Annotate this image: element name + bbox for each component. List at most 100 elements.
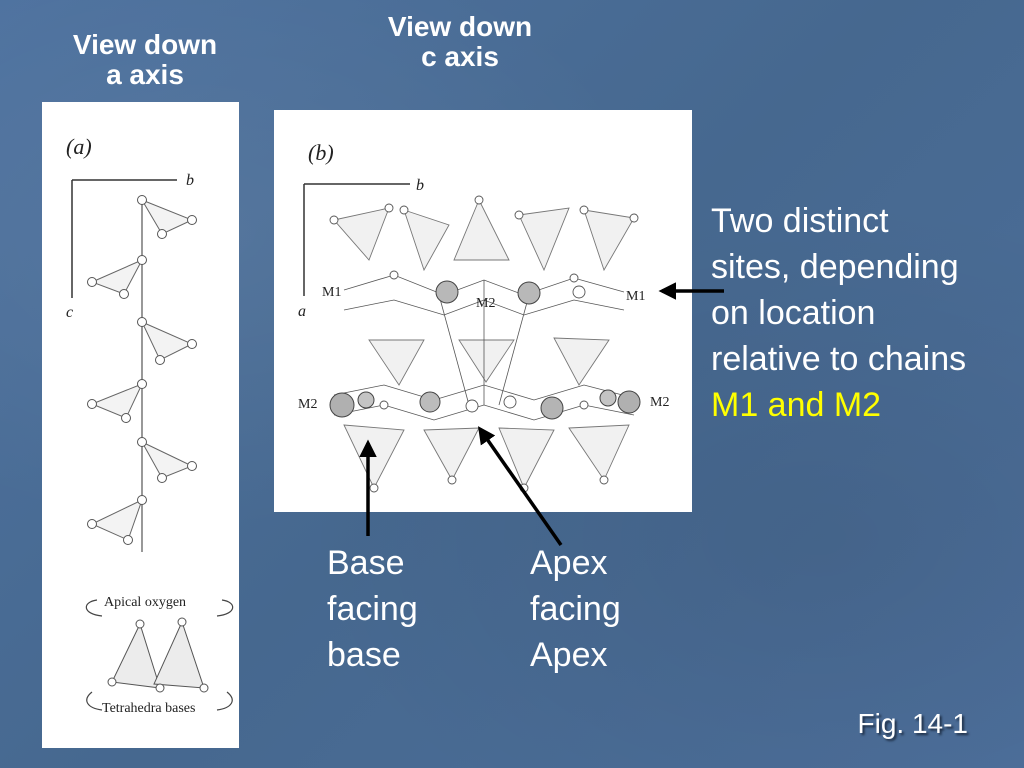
axis-c-label: c <box>66 304 73 321</box>
upper-tetrahedra <box>333 198 635 386</box>
atom <box>137 317 147 327</box>
inset-tetrahedra <box>111 620 205 689</box>
atom <box>137 195 147 205</box>
m2-site-sphere <box>540 396 564 420</box>
tetrahedron <box>423 427 480 481</box>
atom <box>187 461 197 471</box>
axis-b-label: b <box>186 172 194 189</box>
tetrahedron <box>140 321 194 361</box>
callout-line: base <box>327 636 401 674</box>
bond <box>438 294 470 406</box>
tetrahedron <box>333 207 390 261</box>
title-line: View down <box>387 11 533 42</box>
atom <box>157 229 167 239</box>
callout-line: Apex <box>530 636 608 674</box>
atom <box>569 273 579 283</box>
axis-b-label: b <box>416 177 424 194</box>
tetrahedron <box>498 427 555 490</box>
tetrahedron <box>553 337 610 386</box>
atom <box>447 475 457 485</box>
atom <box>579 400 589 410</box>
atom <box>599 475 609 485</box>
axis-a-label: a <box>298 303 306 320</box>
atom <box>87 277 97 287</box>
figure-b-label: (b) <box>308 140 334 165</box>
atom <box>514 210 524 220</box>
tetrahedron <box>111 622 161 689</box>
callout-line: Apex <box>530 544 608 582</box>
atom <box>137 255 147 265</box>
figure-number-label: Fig. 14-1 <box>857 708 969 739</box>
atom <box>187 215 197 225</box>
m2-site-sphere <box>329 392 355 418</box>
atom <box>329 215 339 225</box>
atom <box>137 495 147 505</box>
atom <box>629 213 639 223</box>
callout-line: relative to chains <box>711 340 967 378</box>
m2-center-label: M2 <box>476 296 495 311</box>
two-distinct-sites-callout: Two distinct sites, depending on locatio… <box>711 198 1011 428</box>
chain-diagram: (a) b c <box>66 134 234 716</box>
m2-site-sphere <box>617 390 641 414</box>
m2-right-label: M2 <box>650 395 669 410</box>
tetrahedron <box>153 620 205 689</box>
atom <box>187 339 197 349</box>
inset-atoms <box>107 617 209 693</box>
m1-left-label: M1 <box>322 285 341 300</box>
m2-site-sphere <box>357 391 375 409</box>
atom <box>503 395 517 409</box>
atom <box>119 289 129 299</box>
tetrahedron <box>458 339 515 383</box>
figure-a-label: (a) <box>66 134 92 159</box>
view-down-c-axis-title: View down c axis <box>355 12 565 72</box>
atom <box>384 203 394 213</box>
figure-a-panel: (a) b c <box>42 102 239 748</box>
atom <box>379 400 389 410</box>
title-line: c axis <box>421 41 499 72</box>
tetrahedron <box>368 339 425 386</box>
callout-line: facing <box>327 590 418 628</box>
m1-right-label: M1 <box>626 289 645 304</box>
atom <box>389 270 399 280</box>
m2-site-sphere <box>419 391 441 413</box>
callout-line: Base <box>327 544 405 582</box>
bracket <box>85 599 103 617</box>
apex-arrow <box>477 426 563 547</box>
m1-site-sphere <box>435 280 459 304</box>
tetrahedron <box>90 383 143 419</box>
atom <box>155 683 165 693</box>
bond <box>498 294 530 406</box>
callout-line: Two distinct <box>711 202 889 240</box>
tetrahedron <box>583 209 635 272</box>
atom <box>107 677 117 687</box>
callout-line: on location <box>711 294 876 332</box>
view-down-a-axis-title: View down a axis <box>40 30 250 90</box>
atom <box>137 437 147 447</box>
apex-facing-apex-callout: Apex facing Apex <box>530 540 680 678</box>
m1-m2-highlight: M1 and M2 <box>711 386 882 424</box>
atom <box>369 483 379 493</box>
tetrahedron <box>453 198 510 261</box>
callout-line: facing <box>530 590 621 628</box>
title-line: a axis <box>106 59 184 90</box>
title-line: View down <box>72 29 218 60</box>
atom <box>155 355 165 365</box>
m1-site-sphere <box>517 281 541 305</box>
cation-sites <box>329 280 641 420</box>
m2-site-sphere <box>599 389 617 407</box>
oxygen-atoms <box>87 195 197 545</box>
tetrahedron <box>90 499 143 541</box>
m2-left-label: M2 <box>298 397 317 412</box>
atom <box>399 205 409 215</box>
tetrahedron <box>90 258 144 295</box>
atom <box>572 285 586 299</box>
atom <box>474 195 484 205</box>
atom <box>137 379 147 389</box>
bracket <box>216 691 233 711</box>
tetrahedra-chain <box>90 198 194 541</box>
tetrahedron <box>140 198 194 235</box>
tetrahedron <box>568 424 630 481</box>
bracket <box>216 599 234 617</box>
apical-oxygen-label: Apical oxygen <box>104 595 186 610</box>
